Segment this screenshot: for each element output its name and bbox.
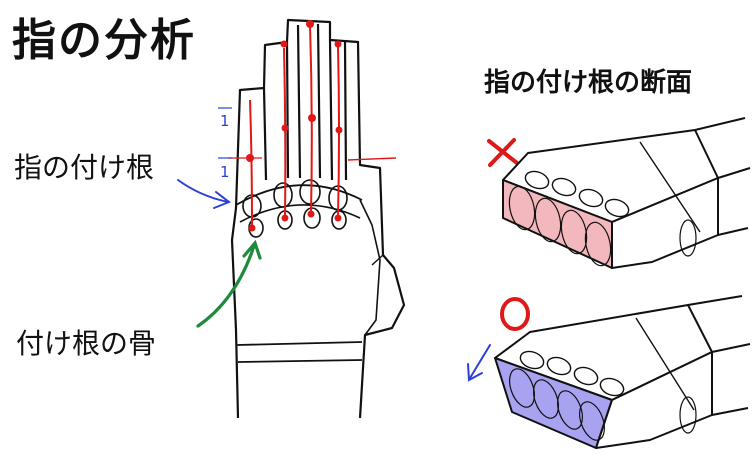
ratio-bracket <box>218 107 232 159</box>
wrong-cross-mark <box>487 138 519 167</box>
finger-axis-lines <box>228 23 397 229</box>
finger-axis-1 <box>249 99 253 229</box>
joint-dot-4a <box>334 40 342 48</box>
joint-dot-1a <box>246 154 254 162</box>
knuckle-oval-2 <box>273 182 293 208</box>
joint-dot-2b <box>281 124 289 132</box>
joint-dot-3a <box>306 20 314 28</box>
ratio-bottom-number: 1 <box>220 163 230 181</box>
joint-dot-3b <box>308 114 316 122</box>
joint-dot-3c <box>307 210 315 218</box>
cross-section-wrong <box>487 117 751 269</box>
joint-dot-2c <box>281 214 289 222</box>
joint-dot-2a <box>280 40 288 48</box>
correct-direction-arrow <box>467 344 491 382</box>
joint-dot-4c <box>334 214 342 222</box>
joint-dot-1b <box>248 224 256 232</box>
hand-outline <box>230 18 406 419</box>
cross-section-heading: 指の付け根の断面 <box>484 68 693 98</box>
correct-circle-mark <box>500 297 530 331</box>
ratio-top-number: 1 <box>220 112 230 130</box>
joint-dot-4b <box>335 126 343 134</box>
root-bone-label: 付け根の骨 <box>16 327 157 360</box>
cross-section-correct <box>467 295 751 449</box>
page-title: 指の分析 <box>12 15 196 66</box>
finger-axis-2 <box>283 47 287 219</box>
finger-root-arrow <box>177 179 232 209</box>
root-bone-arrow <box>196 239 262 328</box>
knuckle-oval-3 <box>299 179 321 205</box>
finger-root-label: 指の付け根 <box>14 151 155 184</box>
joint-dots <box>246 20 343 232</box>
palm-divider-line <box>347 157 397 161</box>
